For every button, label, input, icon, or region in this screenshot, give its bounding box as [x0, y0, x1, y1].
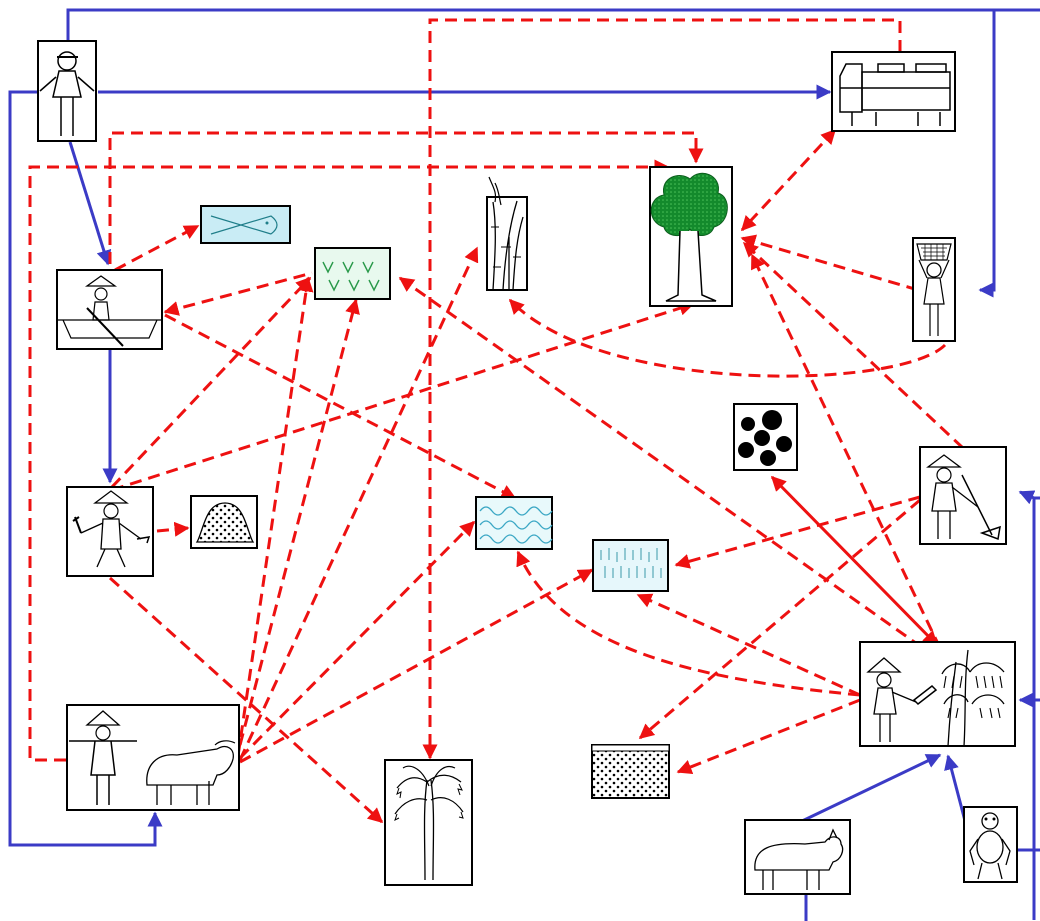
blue-line-person-to-boat	[68, 141, 112, 266]
pig-icon	[744, 819, 851, 895]
basket-carrier-icon	[912, 237, 956, 342]
palm-tree-icon	[384, 759, 473, 886]
monkey-icon	[963, 806, 1018, 883]
wavy-water-icon	[475, 496, 553, 550]
blue-line-pig-to-banana	[799, 753, 942, 824]
red-line-truck-to-palm	[422, 18, 902, 760]
blue-line-right-to-hoe-farmer	[1032, 496, 1040, 920]
grass-field-icon	[314, 247, 391, 300]
red-line-buffalo-to-tree	[28, 159, 670, 762]
fish-icon	[200, 205, 291, 244]
red-solid-banana-to-dots	[770, 475, 939, 647]
rain-field-icon	[592, 539, 669, 592]
axe-farmer-icon	[66, 486, 154, 577]
blue-line-person-to-buffalo	[8, 90, 163, 847]
boat-rower-icon	[56, 269, 163, 350]
bamboo-icon	[486, 176, 528, 291]
person-with-cap-icon	[37, 40, 97, 142]
black-dots-icon	[733, 403, 798, 471]
red-line-boat-to-tree	[108, 131, 704, 264]
red-connectors	[28, 18, 965, 824]
truck-icon	[831, 51, 956, 132]
dotted-soil-icon	[591, 744, 670, 799]
hoe-farmer-icon	[919, 446, 1007, 545]
banana-harvester-icon	[859, 641, 1016, 747]
farmer-buffalo-icon	[66, 704, 240, 811]
seed-pile-icon	[190, 495, 258, 549]
blue-line-arrow-hoe	[1018, 490, 1036, 505]
green-tree-icon	[649, 166, 733, 307]
